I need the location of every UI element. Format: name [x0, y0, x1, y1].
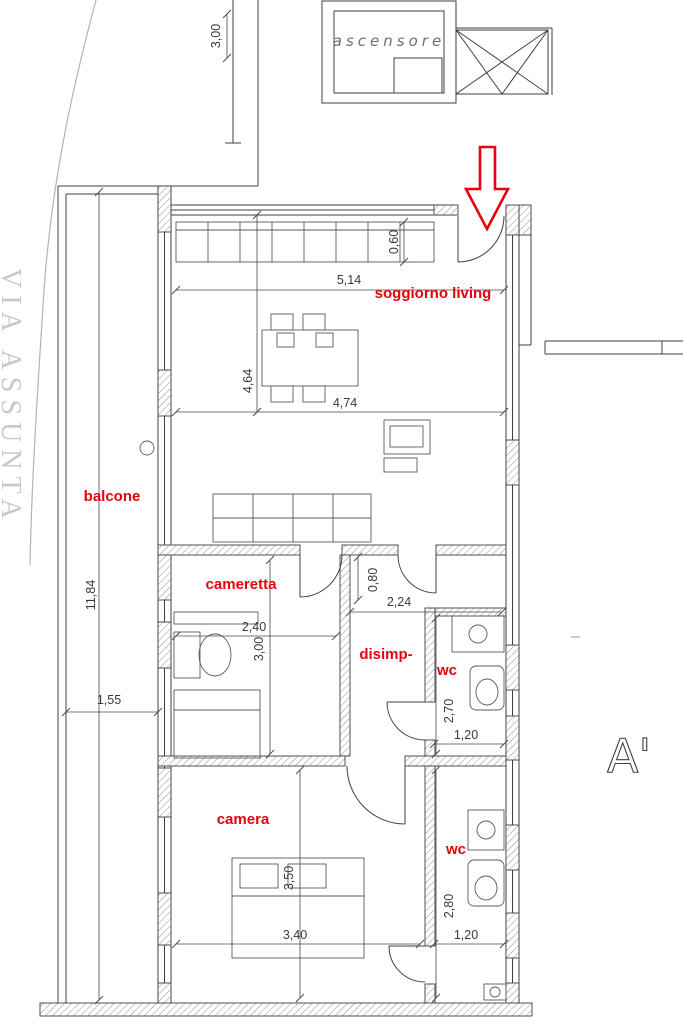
room-label-disimpegno: disimp- [359, 646, 412, 663]
room-label-camera: camera [217, 811, 270, 828]
dim-disimpegno-width: 0,80 [366, 568, 380, 592]
dim-balcone-width: 1,55 [97, 693, 121, 707]
dim-soggiorno-inner-width: 4,74 [333, 396, 357, 410]
entrance-arrow [463, 145, 511, 232]
stairs-block [455, 27, 553, 95]
dim-camera-width: 3,40 [283, 928, 307, 942]
dim-wc-top-width: 1,20 [454, 728, 478, 742]
dim-wardrobe-depth: 0,60 [387, 230, 401, 254]
room-label-soggiorno: soggiorno living [375, 285, 492, 302]
room-label-wc-bottom: wc [445, 841, 466, 858]
dim-camera-depth: 3,50 [282, 866, 296, 890]
room-label-cameretta: cameretta [206, 576, 278, 593]
dim-wc-bottom-depth: 2,80 [442, 894, 456, 918]
room-label-balcone: balcone [84, 488, 141, 505]
room-label-wc-top: wc [436, 662, 457, 679]
dim-balcone-length: 11,84 [84, 580, 98, 610]
dim-cameretta-width: 2,40 [242, 620, 266, 634]
elevator-block: ascensore [321, 0, 457, 104]
dimension-labels: 3,00 5,14 0,60 4,64 4,74 11,84 1,55 2,40… [84, 24, 478, 942]
dim-soggiorno-depth: 4,64 [241, 369, 255, 393]
dim-cameretta-depth: 3,00 [252, 637, 266, 661]
dim-soggiorno-width: 5,14 [337, 273, 361, 287]
site-lines [29, 0, 683, 638]
dim-wc-top-depth: 2,70 [442, 699, 456, 723]
elevator-label: ascensore [333, 32, 445, 50]
furniture [139, 221, 507, 1001]
room-labels: soggiorno living balcone cameretta disim… [84, 285, 492, 858]
walls [39, 185, 533, 1017]
doors [299, 215, 505, 983]
dim-corridor-width: 3,00 [209, 24, 223, 48]
street-watermark: VIA ASSUNTA [0, 268, 26, 526]
dimension-lines [61, 9, 509, 1005]
dim-disimpegno-length: 2,24 [387, 595, 411, 609]
section-marker: A' [607, 729, 651, 783]
dim-wc-bottom-width: 1,20 [454, 928, 478, 942]
entrance-arrow-icon [463, 145, 511, 232]
